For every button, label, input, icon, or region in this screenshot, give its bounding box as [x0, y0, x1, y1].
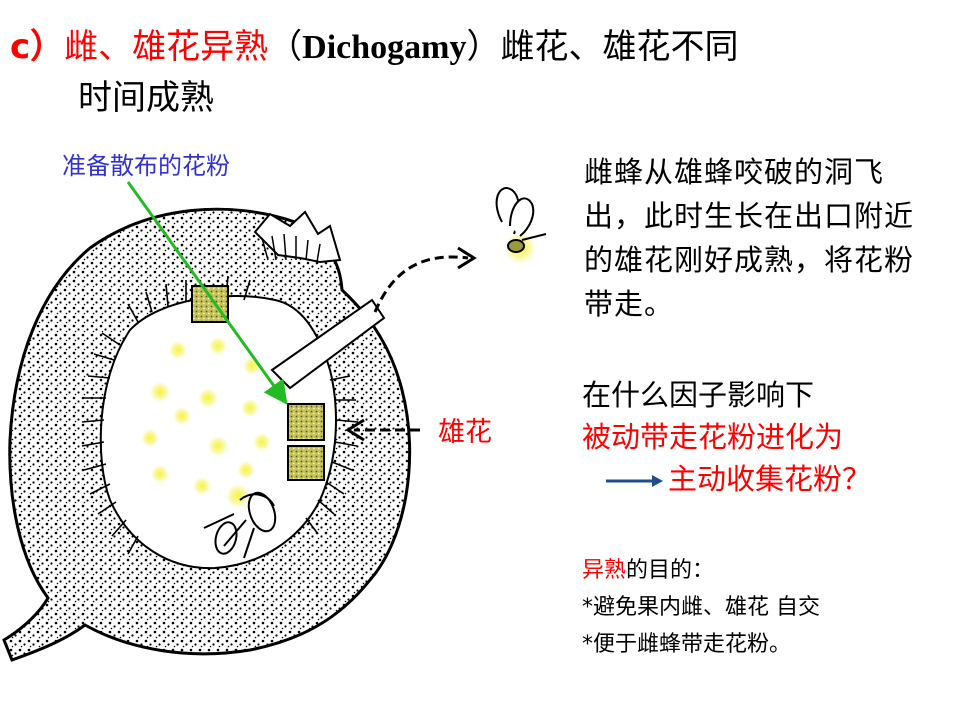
title-rest: 雌花、雄花不同 [500, 27, 739, 67]
male-flower-anther-mid [287, 403, 325, 441]
slide-title: c）雌、雄花异熟（Dichogamy）雌花、雄花不同 时间成熟 [10, 22, 950, 123]
pollen-dots [141, 337, 271, 495]
purpose-bullet-1: *避免果内雌、雄花 自交 [582, 595, 820, 620]
purpose-heading: 异熟的目的： [582, 552, 952, 589]
purpose-bullet-2: *便于雌蜂带走花粉。 [582, 632, 792, 657]
purpose-highlight: 异熟 [582, 558, 627, 583]
title-term: Dichogamy [302, 29, 467, 66]
question-line1: 在什么因子影响下 [582, 378, 815, 412]
male-flower-anther-top [191, 285, 229, 323]
right-arrow-icon [606, 475, 663, 487]
title-line2: 时间成熟 [78, 78, 214, 118]
title-highlight: 雌、雄花异熟 [64, 27, 269, 67]
question-line2: 被动带走花粉进化为 [582, 420, 844, 454]
male-flower-label: 雄花 [438, 417, 492, 448]
explanation-paragraph: 雌蜂从雄蜂咬破的洞飞出，此时生长在出口附近的雄花刚好成熟，将花粉带走。 [584, 155, 915, 321]
question-paragraph: 在什么因子影响下 被动带走花粉进化为 主动收集花粉？ [582, 374, 942, 500]
flying-wasp [495, 187, 547, 264]
exit-arrow [373, 255, 469, 313]
purpose-heading-rest: 的目的： [626, 558, 715, 583]
pollen-pointer-line [126, 181, 288, 405]
pollen-label: 准备散布的花粉 [62, 152, 230, 180]
male-flower-anther-low [287, 445, 325, 481]
question-line3: 主动收集花粉？ [668, 462, 872, 496]
purpose-paragraph: 异熟的目的： *避免果内雌、雄花 自交 *便于雌蜂带走花粉。 [582, 552, 952, 663]
fig-cavity [99, 295, 337, 570]
title-prefix: c） [10, 27, 65, 67]
title-paren-close: ） [466, 27, 501, 67]
wasp-inside [203, 484, 277, 559]
title-paren-open: （ [268, 27, 303, 67]
flower-fringe [81, 275, 359, 555]
question-line3-row: 主动收集花粉？ [582, 458, 942, 500]
